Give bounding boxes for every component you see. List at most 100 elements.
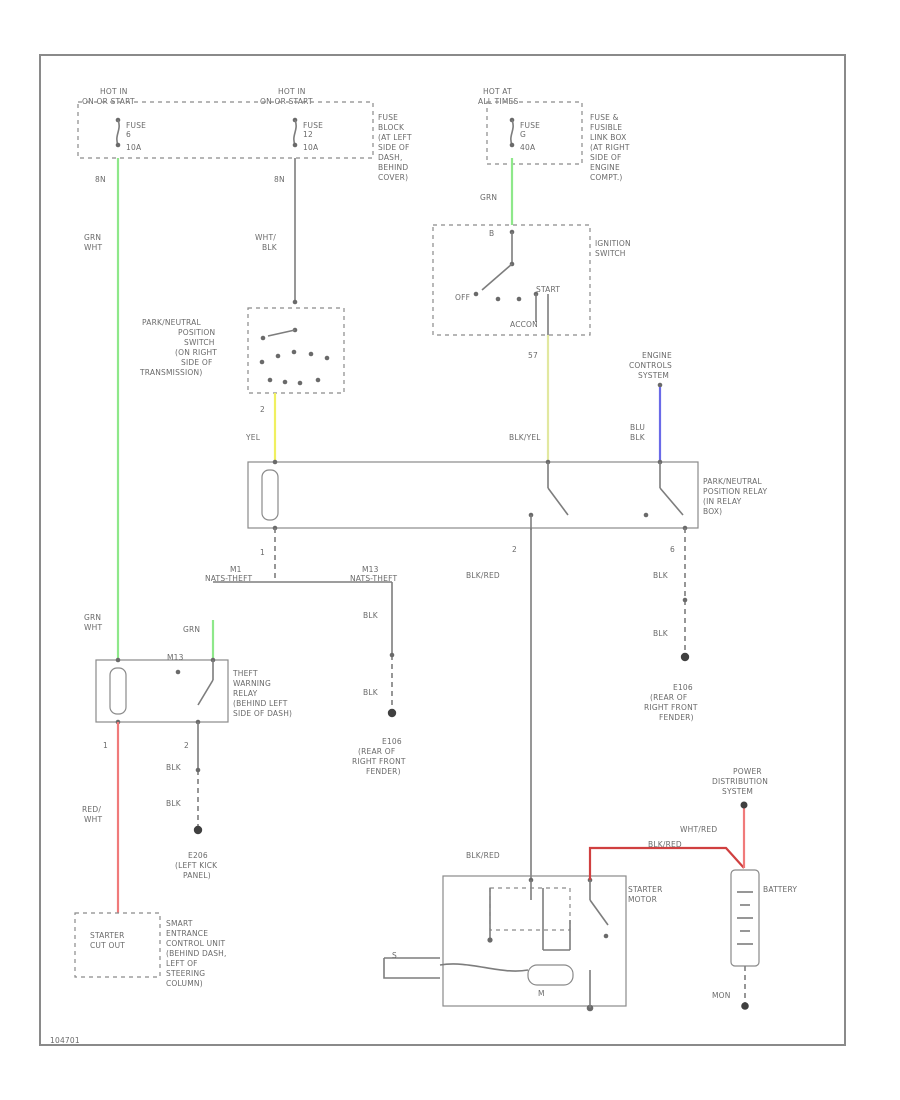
svg-text:POSITION RELAY: POSITION RELAY [703,487,768,496]
svg-text:(BEHIND LEFT: (BEHIND LEFT [233,699,288,708]
pin-8n-left: 8N [95,175,106,184]
wire-label-blk-4: BLK [653,629,669,638]
park-neutral-switch-contacts [259,299,330,386]
battery-label: BATTERY [763,885,797,894]
svg-text:SWITCH: SWITCH [184,338,215,347]
svg-text:(AT LEFT: (AT LEFT [378,133,412,142]
svg-text:TRANSMISSION): TRANSMISSION) [139,368,202,377]
svg-text:12: 12 [303,130,313,139]
svg-text:10A: 10A [303,143,319,152]
splice-e106-right [682,597,688,603]
fuse-link-box-outline [486,101,583,165]
starter-motor-label: STARTER MOTOR [628,885,663,904]
svg-text:THEFT: THEFT [232,669,258,678]
wire-label-red-wht-b: WHT [84,815,102,824]
fuse-6: FUSE 6 10A [115,117,146,152]
wire-label-blk-red-2: BLK/RED [466,851,500,860]
svg-text:FUSE: FUSE [126,121,146,130]
park-neutral-switch-label: PARK/NEUTRAL POSITION SWITCH (ON RIGHT S… [139,318,217,377]
wire-label-red-wht-a: RED/ [82,805,101,814]
svg-text:(LEFT KICK: (LEFT KICK [175,861,218,870]
battery-ground [741,1002,749,1010]
svg-text:SYSTEM: SYSTEM [638,371,669,380]
svg-text:E206: E206 [188,851,208,860]
ground-e106-mid-label: E106 (REAR OF RIGHT FRONT FENDER) [352,737,406,776]
hot-label-2: HOT IN ON OR START [260,87,313,106]
svg-text:SIDE OF: SIDE OF [181,358,213,367]
wire-label-blk-yel: BLK/YEL [509,433,541,442]
pin-6-relay: 6 [670,545,675,554]
ignition-switch-position-labels: OFF START ACC ON [455,285,560,329]
ignition-switch-outline [432,224,591,336]
fuse-link-box-description: FUSE & FUSIBLE LINK BOX (AT RIGHT SIDE O… [590,113,630,182]
svg-text:HOT AT: HOT AT [483,87,512,96]
svg-text:OFF: OFF [455,293,470,302]
svg-text:SIDE OF: SIDE OF [378,143,410,152]
theft-relay-internals: M13 [109,653,216,725]
svg-text:SIDE OF: SIDE OF [590,153,622,162]
svg-text:FUSE: FUSE [520,121,540,130]
svg-text:RIGHT FRONT: RIGHT FRONT [644,703,698,712]
svg-text:WARNING: WARNING [233,679,271,688]
svg-text:ENTRANCE: ENTRANCE [166,929,208,938]
svg-text:40A: 40A [520,143,536,152]
svg-text:6: 6 [126,130,131,139]
battery-ground-label: MON [712,991,731,1000]
park-neutral-relay-internals [261,459,688,531]
fuse-12: FUSE 12 10A [292,117,323,152]
theft-relay-label: THEFT WARNING RELAY (BEHIND LEFT SIDE OF… [232,669,292,718]
starter-connector-label: S [392,951,397,960]
svg-text:STEERING: STEERING [166,969,205,978]
pin-1-theft: 1 [103,741,108,750]
svg-text:NATS-THEFT: NATS-THEFT [205,574,252,583]
starter-cut-out-label: STARTER CUT OUT [90,931,125,950]
svg-text:(BEHIND DASH,: (BEHIND DASH, [166,949,227,958]
svg-text:DASH,: DASH, [378,153,403,162]
svg-text:G: G [520,130,526,139]
wire-label-grn-wht-2a: GRN [84,613,101,622]
svg-text:M13: M13 [362,565,379,574]
svg-text:LEFT OF: LEFT OF [166,959,198,968]
svg-text:BEHIND: BEHIND [378,163,408,172]
wire-label-grn-wht-1b: WHT [84,243,102,252]
svg-text:PARK/NEUTRAL: PARK/NEUTRAL [703,477,762,486]
pin-8n-mid: 8N [274,175,285,184]
svg-text:MOTOR: MOTOR [628,895,657,904]
svg-text:FUSE &: FUSE & [590,113,619,122]
svg-text:SMART: SMART [166,919,193,928]
svg-text:CONTROL UNIT: CONTROL UNIT [166,939,226,948]
diagram-frame [39,54,846,1046]
svg-text:BLOCK: BLOCK [378,123,405,132]
svg-text:STARTER: STARTER [628,885,663,894]
hot-label-1: HOT IN ON OR START [82,87,135,106]
svg-text:STARTER: STARTER [90,931,125,940]
svg-text:CUT OUT: CUT OUT [90,941,125,950]
svg-text:PARK/NEUTRAL: PARK/NEUTRAL [142,318,201,327]
svg-text:B: B [489,229,494,238]
wire-label-blu-blk-b: BLK [630,433,646,442]
svg-text:ENGINE: ENGINE [590,163,620,172]
svg-text:BOX): BOX) [703,507,722,516]
svg-text:ENGINE: ENGINE [642,351,672,360]
wire-label-grn-wht-1a: GRN [84,233,101,242]
ground-e106-mid [387,708,397,718]
nats-theft-label-m13: M13 NATS-THEFT [350,565,397,583]
ground-e206 [193,825,203,835]
svg-text:E106: E106 [673,683,693,692]
wire-label-grn-theft: GRN [183,625,200,634]
svg-text:IGNITION: IGNITION [595,239,631,248]
svg-text:START: START [536,285,560,294]
wire-label-grn-ign: GRN [480,193,497,202]
pin-57: 57 [528,351,538,360]
splice-e106-mid [389,652,395,658]
svg-text:M13: M13 [167,653,184,662]
wire-label-blk-1: BLK [363,611,379,620]
fuse-block-outline [77,101,374,159]
svg-text:SYSTEM: SYSTEM [722,787,753,796]
svg-text:ACC: ACC [510,320,526,329]
svg-text:FENDER): FENDER) [366,767,401,776]
footer-code: 104701 [50,1036,80,1045]
wire-label-blk-red-1: BLK/RED [466,571,500,580]
wire-label-wht-blk-a: WHT/ [255,233,276,242]
